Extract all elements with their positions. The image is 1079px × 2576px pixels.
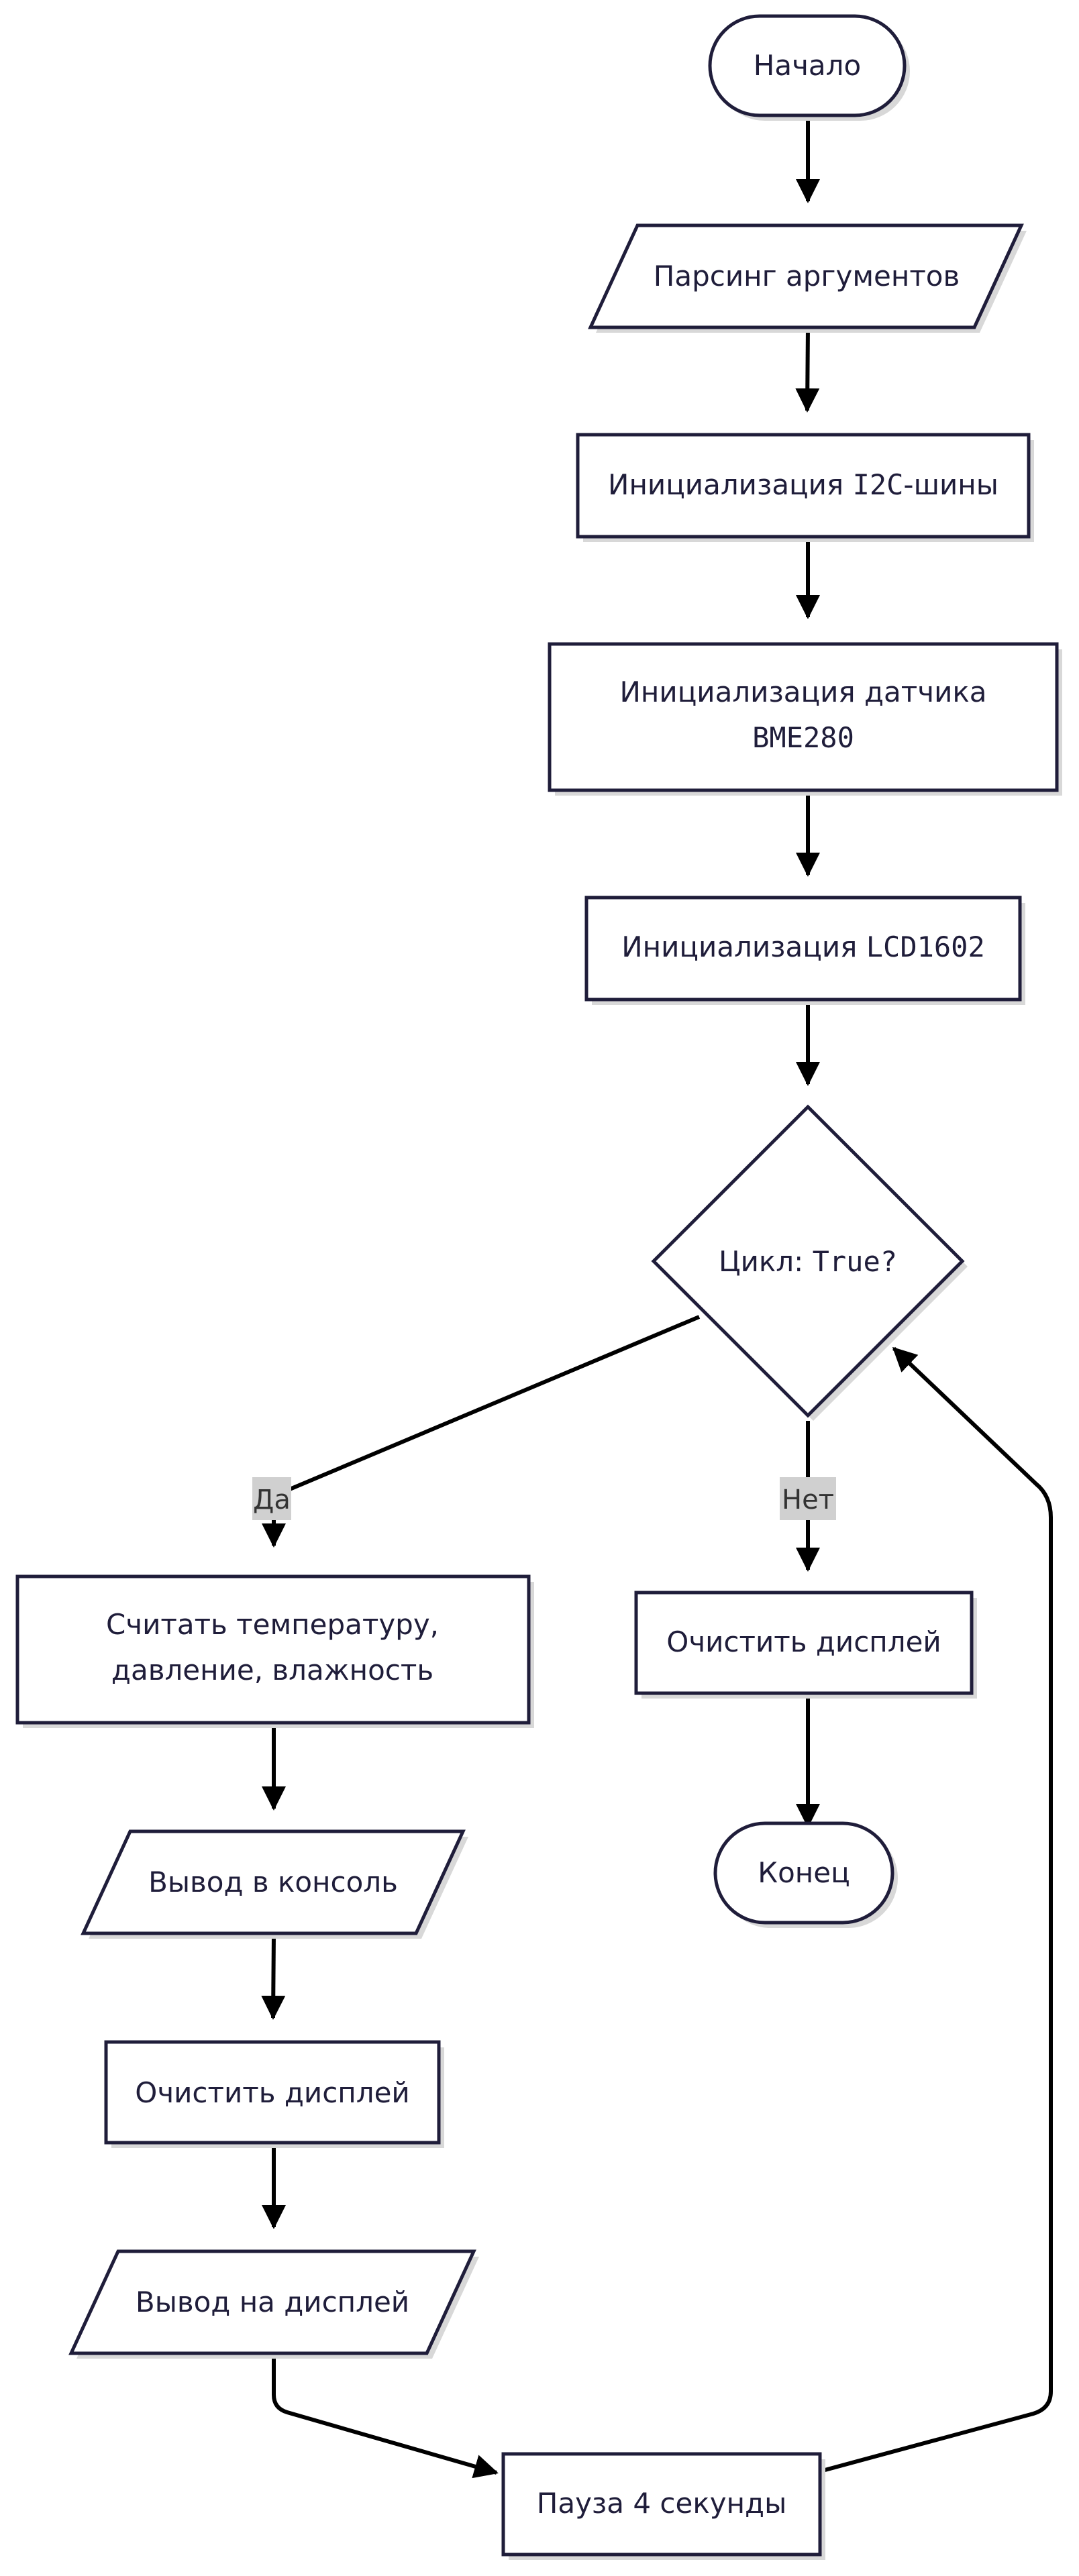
node-init-lcd-text: Инициализация LCD1602 — [621, 930, 985, 963]
node-loop-prefix: Цикл: — [719, 1245, 813, 1278]
node-init-sensor-code: BME280 — [752, 721, 854, 754]
edge-label-yes-text: Да — [253, 1485, 291, 1515]
node-init-i2c-code: I2C — [853, 468, 904, 501]
edge-label-no: Нет — [780, 1477, 836, 1520]
node-init-i2c-suffix: -шины — [903, 468, 998, 501]
node-init-lcd: Инициализация LCD1602 — [584, 896, 1025, 1005]
node-init-i2c-prefix: Инициализация — [608, 468, 853, 501]
node-start: Начало — [708, 14, 910, 121]
edge-label-no-text: Нет — [782, 1485, 834, 1515]
edge-console-to-clear — [261, 1933, 286, 2020]
node-print-console: Вывод в консоль — [81, 1829, 468, 1939]
node-end: Конец — [713, 1821, 898, 1928]
edge-loop-yes — [262, 1315, 701, 1548]
node-parse-args: Парсинг аргументов — [588, 223, 1027, 333]
node-init-i2c: Инициализация I2C-шины — [576, 433, 1034, 542]
node-read-line2: давление, влажность — [111, 1654, 433, 1686]
edge-pause-to-loop — [819, 1346, 1053, 2473]
node-loop-text: Цикл: True? — [719, 1245, 897, 1278]
edge-display-to-pause — [272, 2353, 499, 2479]
node-read-line1: Считать температуру, — [106, 1608, 439, 1641]
edge-label-yes: Да — [252, 1477, 291, 1520]
node-init-sensor: Инициализация датчика BME280 — [548, 642, 1062, 796]
node-read-sensors: Считать температуру, давление, влажность — [15, 1574, 534, 1728]
node-print-display-text: Вывод на дисплей — [136, 2286, 409, 2318]
node-end-text: Конец — [758, 1856, 850, 1889]
node-parse-args-text: Парсинг аргументов — [654, 260, 960, 292]
node-start-text: Начало — [754, 49, 861, 82]
node-clear-left-text: Очистить дисплей — [135, 2076, 409, 2109]
node-clear-left: Очистить дисплей — [104, 2040, 444, 2148]
node-init-i2c-text: Инициализация I2C-шины — [608, 468, 998, 501]
node-print-display: Вывод на дисплей — [68, 2249, 479, 2359]
node-init-lcd-code: LCD1602 — [866, 930, 985, 963]
node-loop-decision: Цикл: True? — [651, 1104, 968, 1421]
node-init-lcd-prefix: Инициализация — [621, 930, 866, 963]
node-clear-right: Очистить дисплей — [634, 1591, 977, 1699]
node-pause: Пауза 4 секунды — [501, 2452, 825, 2560]
node-print-console-text: Вывод в консоль — [148, 1866, 398, 1898]
node-loop-code: True? — [813, 1245, 897, 1278]
node-init-sensor-line1: Инициализация датчика — [620, 676, 987, 708]
edge-parse-to-i2c — [795, 327, 820, 413]
node-pause-text: Пауза 4 секунды — [537, 2487, 786, 2520]
node-clear-right-text: Очистить дисплей — [666, 1625, 941, 1658]
